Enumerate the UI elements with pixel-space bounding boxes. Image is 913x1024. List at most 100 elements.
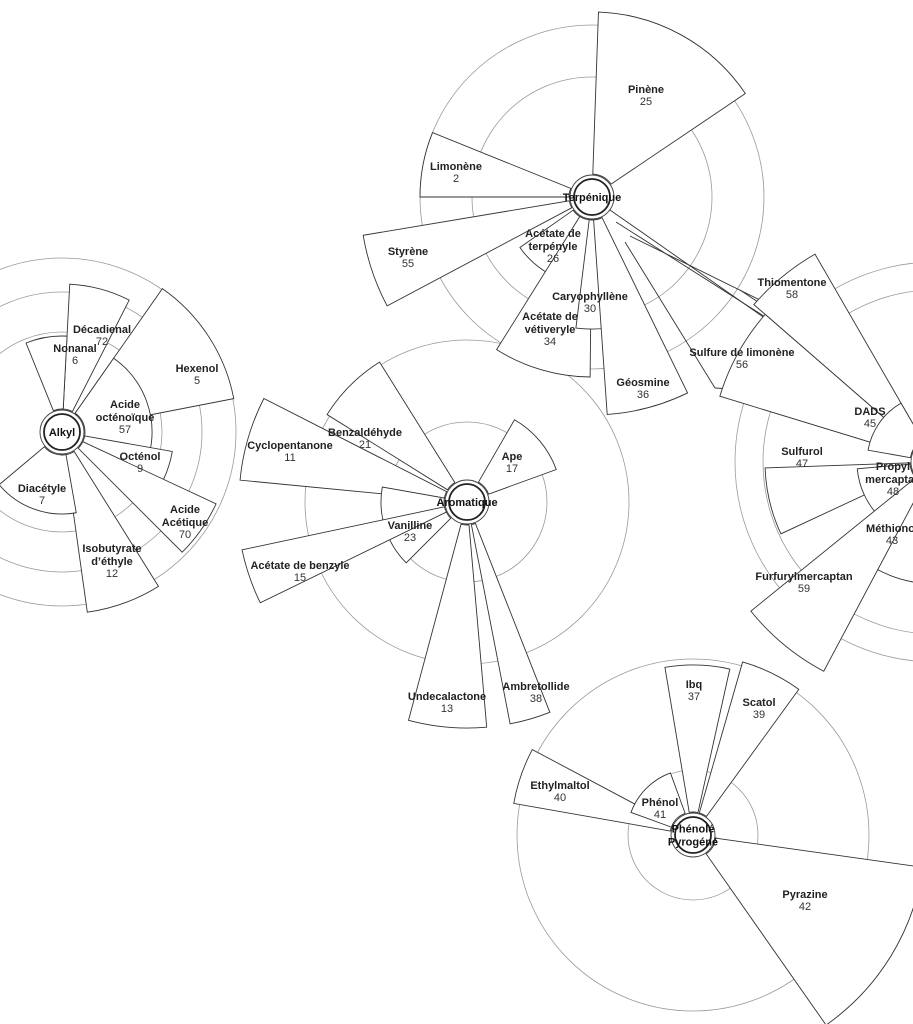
hubs xyxy=(39,174,913,858)
wedge-value: 42 xyxy=(799,901,811,913)
ring-circle xyxy=(516,658,870,1012)
wedge[interactable] xyxy=(664,664,731,814)
wedge-value: 21 xyxy=(359,439,371,451)
ring-circle xyxy=(734,262,913,662)
wedge-label: Ibq xyxy=(686,679,703,691)
wedge-value: 57 xyxy=(119,424,131,436)
wedge-value: 13 xyxy=(441,703,453,715)
wedge-value: 55 xyxy=(402,258,414,270)
wedge[interactable] xyxy=(362,200,573,307)
wedge-value: 41 xyxy=(654,809,666,821)
wedge-label: Diacétyle xyxy=(18,483,66,495)
wedge-value: 9 xyxy=(137,463,143,475)
wedge[interactable] xyxy=(753,253,913,445)
wedge[interactable] xyxy=(239,397,448,501)
wedge-label: Propyl xyxy=(876,461,910,473)
wedge[interactable] xyxy=(477,419,557,495)
wedge-value: 7 xyxy=(39,495,45,507)
wedge-value: 47 xyxy=(796,458,808,470)
wedge-label: vétiveryle xyxy=(525,324,576,336)
wedge-label: Vanilline xyxy=(388,520,433,532)
wedge-label: Décadienal xyxy=(73,324,131,336)
wedge-value: 25 xyxy=(640,96,652,108)
wedge-value: 23 xyxy=(404,532,416,544)
wedge[interactable] xyxy=(867,402,913,459)
wedge[interactable] xyxy=(77,441,217,553)
wedge-value: 45 xyxy=(864,418,876,430)
wedge-value: 37 xyxy=(688,691,700,703)
wedge[interactable] xyxy=(74,357,153,456)
wedge-value: 12 xyxy=(106,568,118,580)
background-rings xyxy=(0,24,913,1012)
wedge-value: 72 xyxy=(96,336,108,348)
wedge-value: 17 xyxy=(506,463,518,475)
wedge-label: Acétique xyxy=(162,517,208,529)
wedge[interactable] xyxy=(698,661,800,818)
wedge-value: 40 xyxy=(554,792,566,804)
wedge-value: 48 xyxy=(887,486,899,498)
wedge[interactable] xyxy=(326,361,456,491)
ring-circle xyxy=(0,257,237,607)
wedge[interactable] xyxy=(64,450,160,613)
wedge-value: 59 xyxy=(798,583,810,595)
wedge[interactable] xyxy=(593,217,689,415)
wedge-label: Styrène xyxy=(388,246,428,258)
wedge-label: Acétate de xyxy=(525,228,581,240)
wedge[interactable] xyxy=(750,478,913,672)
wedge-value: 5 xyxy=(194,375,200,387)
connector-line xyxy=(629,235,771,306)
wedge-label: Limonène xyxy=(430,161,482,173)
wedge-label: Ethylmaltol xyxy=(530,780,589,792)
wedge-label: Phénol xyxy=(642,797,679,809)
wedge[interactable] xyxy=(62,283,130,413)
wedge[interactable] xyxy=(705,837,913,1024)
wedge-label: Méthionol xyxy=(866,523,913,535)
hub-label: Alkyl xyxy=(49,427,75,439)
wedge-label: octénoïque xyxy=(96,412,155,424)
wedge[interactable] xyxy=(0,446,77,515)
wedge-label: Sulfurol xyxy=(781,446,823,458)
wedge[interactable] xyxy=(630,772,686,828)
wedge-value: 11 xyxy=(284,452,295,464)
wedge[interactable] xyxy=(419,131,572,198)
wedge-value: 58 xyxy=(786,289,798,301)
wedge-label: mercaptan xyxy=(865,474,913,486)
wedge[interactable] xyxy=(470,522,551,725)
wedge[interactable] xyxy=(495,215,593,378)
wedge-label: Benzaldéhyde xyxy=(328,427,402,439)
hub-circle[interactable] xyxy=(448,483,486,521)
hub-label: Phénolé xyxy=(672,824,715,836)
wedge-label: Ape xyxy=(502,451,523,463)
hub-circle[interactable] xyxy=(674,816,712,854)
wedge-value: 30 xyxy=(584,303,596,315)
wedge-label: DADS xyxy=(854,406,885,418)
wedges xyxy=(0,11,913,1024)
wedge-label: Géosmine xyxy=(616,377,669,389)
ring-circle xyxy=(762,291,913,633)
wedge-value: 70 xyxy=(179,529,191,541)
wedge-label: Octénol xyxy=(120,451,161,463)
wedge-label: Cyclopentanone xyxy=(247,440,333,452)
wedge-label: Hexenol xyxy=(176,363,219,375)
hub-label: Aromatique xyxy=(436,497,497,509)
wedge-value: 43 xyxy=(886,535,898,547)
wedge[interactable] xyxy=(592,11,746,185)
wedge-value: 6 xyxy=(72,355,78,367)
wedge-label: Undecalactone xyxy=(408,691,486,703)
ring-circle xyxy=(0,331,163,533)
wedge[interactable] xyxy=(25,335,68,412)
wedge[interactable] xyxy=(241,506,447,604)
connector-line xyxy=(624,241,716,389)
wedge-label: Caryophyllène xyxy=(552,291,628,303)
wedge[interactable] xyxy=(719,313,913,456)
hub-label: Pyrogéné xyxy=(668,837,718,849)
wedge-value: 39 xyxy=(753,709,765,721)
wedge[interactable] xyxy=(407,523,488,729)
wedge-label: Scatol xyxy=(742,697,775,709)
hub-label: Terpénique xyxy=(563,192,621,204)
hub-circle[interactable] xyxy=(43,413,81,451)
hub-circle[interactable] xyxy=(573,178,611,216)
wedge-label: Acide xyxy=(110,399,140,411)
